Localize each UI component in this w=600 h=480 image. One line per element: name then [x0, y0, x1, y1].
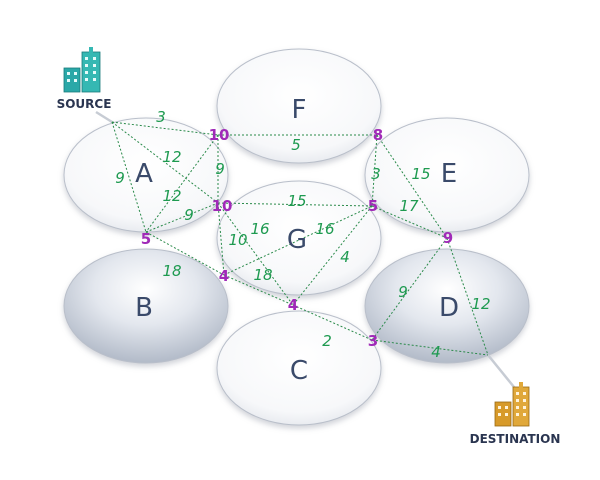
- region-label-f: F: [292, 95, 307, 125]
- region-label-b: B: [135, 293, 153, 323]
- source-connector: [95, 110, 113, 124]
- region-g: [216, 180, 382, 296]
- node-weight: 9: [443, 229, 453, 247]
- region-label-c: C: [290, 356, 308, 386]
- edge-weight: 12: [471, 295, 490, 313]
- edge-weight: 9: [398, 283, 408, 301]
- region-label-a: A: [135, 159, 153, 189]
- edge: [217, 202, 294, 306]
- edge-weight: 18: [162, 262, 181, 280]
- edge: [111, 121, 219, 136]
- region-d: [364, 248, 530, 364]
- edge-weight: 9: [184, 206, 194, 224]
- edge: [223, 274, 294, 306]
- node-weight: 8: [373, 126, 383, 144]
- edge: [111, 121, 147, 233]
- edge: [376, 134, 448, 239]
- region-b: [63, 248, 229, 364]
- edges: [111, 121, 489, 356]
- edge-weight: 2: [322, 332, 332, 350]
- edge: [145, 134, 219, 233]
- edge-weight: 12: [162, 187, 181, 205]
- source-label: SOURCE: [57, 97, 112, 111]
- edge-weight: 4: [340, 248, 350, 266]
- edge: [145, 202, 219, 233]
- edge: [292, 304, 373, 341]
- edge-weight: 10: [228, 231, 247, 249]
- node-weight: 10: [209, 126, 230, 144]
- edge-weight: 18: [253, 266, 272, 284]
- destination-building-icon: [494, 382, 530, 427]
- edge-weight: 16: [250, 220, 269, 238]
- edge-weight: 5: [291, 136, 301, 154]
- edge: [371, 339, 489, 356]
- region-label-e: E: [441, 159, 457, 189]
- edge: [145, 231, 225, 276]
- region-label-d: D: [439, 293, 459, 323]
- edge-weight: 9: [115, 169, 125, 187]
- destination-connector: [487, 354, 519, 393]
- edge: [371, 205, 448, 239]
- edge: [217, 202, 225, 276]
- source-building-icon: [63, 47, 101, 93]
- edge-weight: 17: [399, 197, 419, 215]
- edge-weight: 3: [156, 108, 166, 126]
- edge: [446, 237, 489, 356]
- edge-weight: 4: [431, 343, 441, 361]
- destination-label: DESTINATION: [470, 432, 561, 446]
- node-weight: 4: [288, 296, 298, 314]
- region-c: [216, 310, 382, 426]
- edge: [223, 205, 373, 276]
- edge: [371, 237, 448, 341]
- edge-weight: 3: [371, 165, 381, 183]
- edge: [217, 202, 373, 207]
- edge-weight: 12: [162, 148, 181, 166]
- edge-weight: 9: [215, 160, 225, 178]
- region-label-g: G: [287, 225, 307, 255]
- node-weight: 5: [368, 197, 378, 215]
- edge-weight: 15: [411, 165, 430, 183]
- edge-weight: 15: [287, 192, 306, 210]
- node-weight: 10: [212, 197, 233, 215]
- node-weight: 4: [219, 267, 229, 285]
- node-weight: 5: [141, 230, 151, 248]
- region-e: [364, 117, 530, 233]
- node-weight: 3: [368, 332, 378, 350]
- edge-weight: 16: [315, 220, 334, 238]
- edge: [292, 205, 373, 306]
